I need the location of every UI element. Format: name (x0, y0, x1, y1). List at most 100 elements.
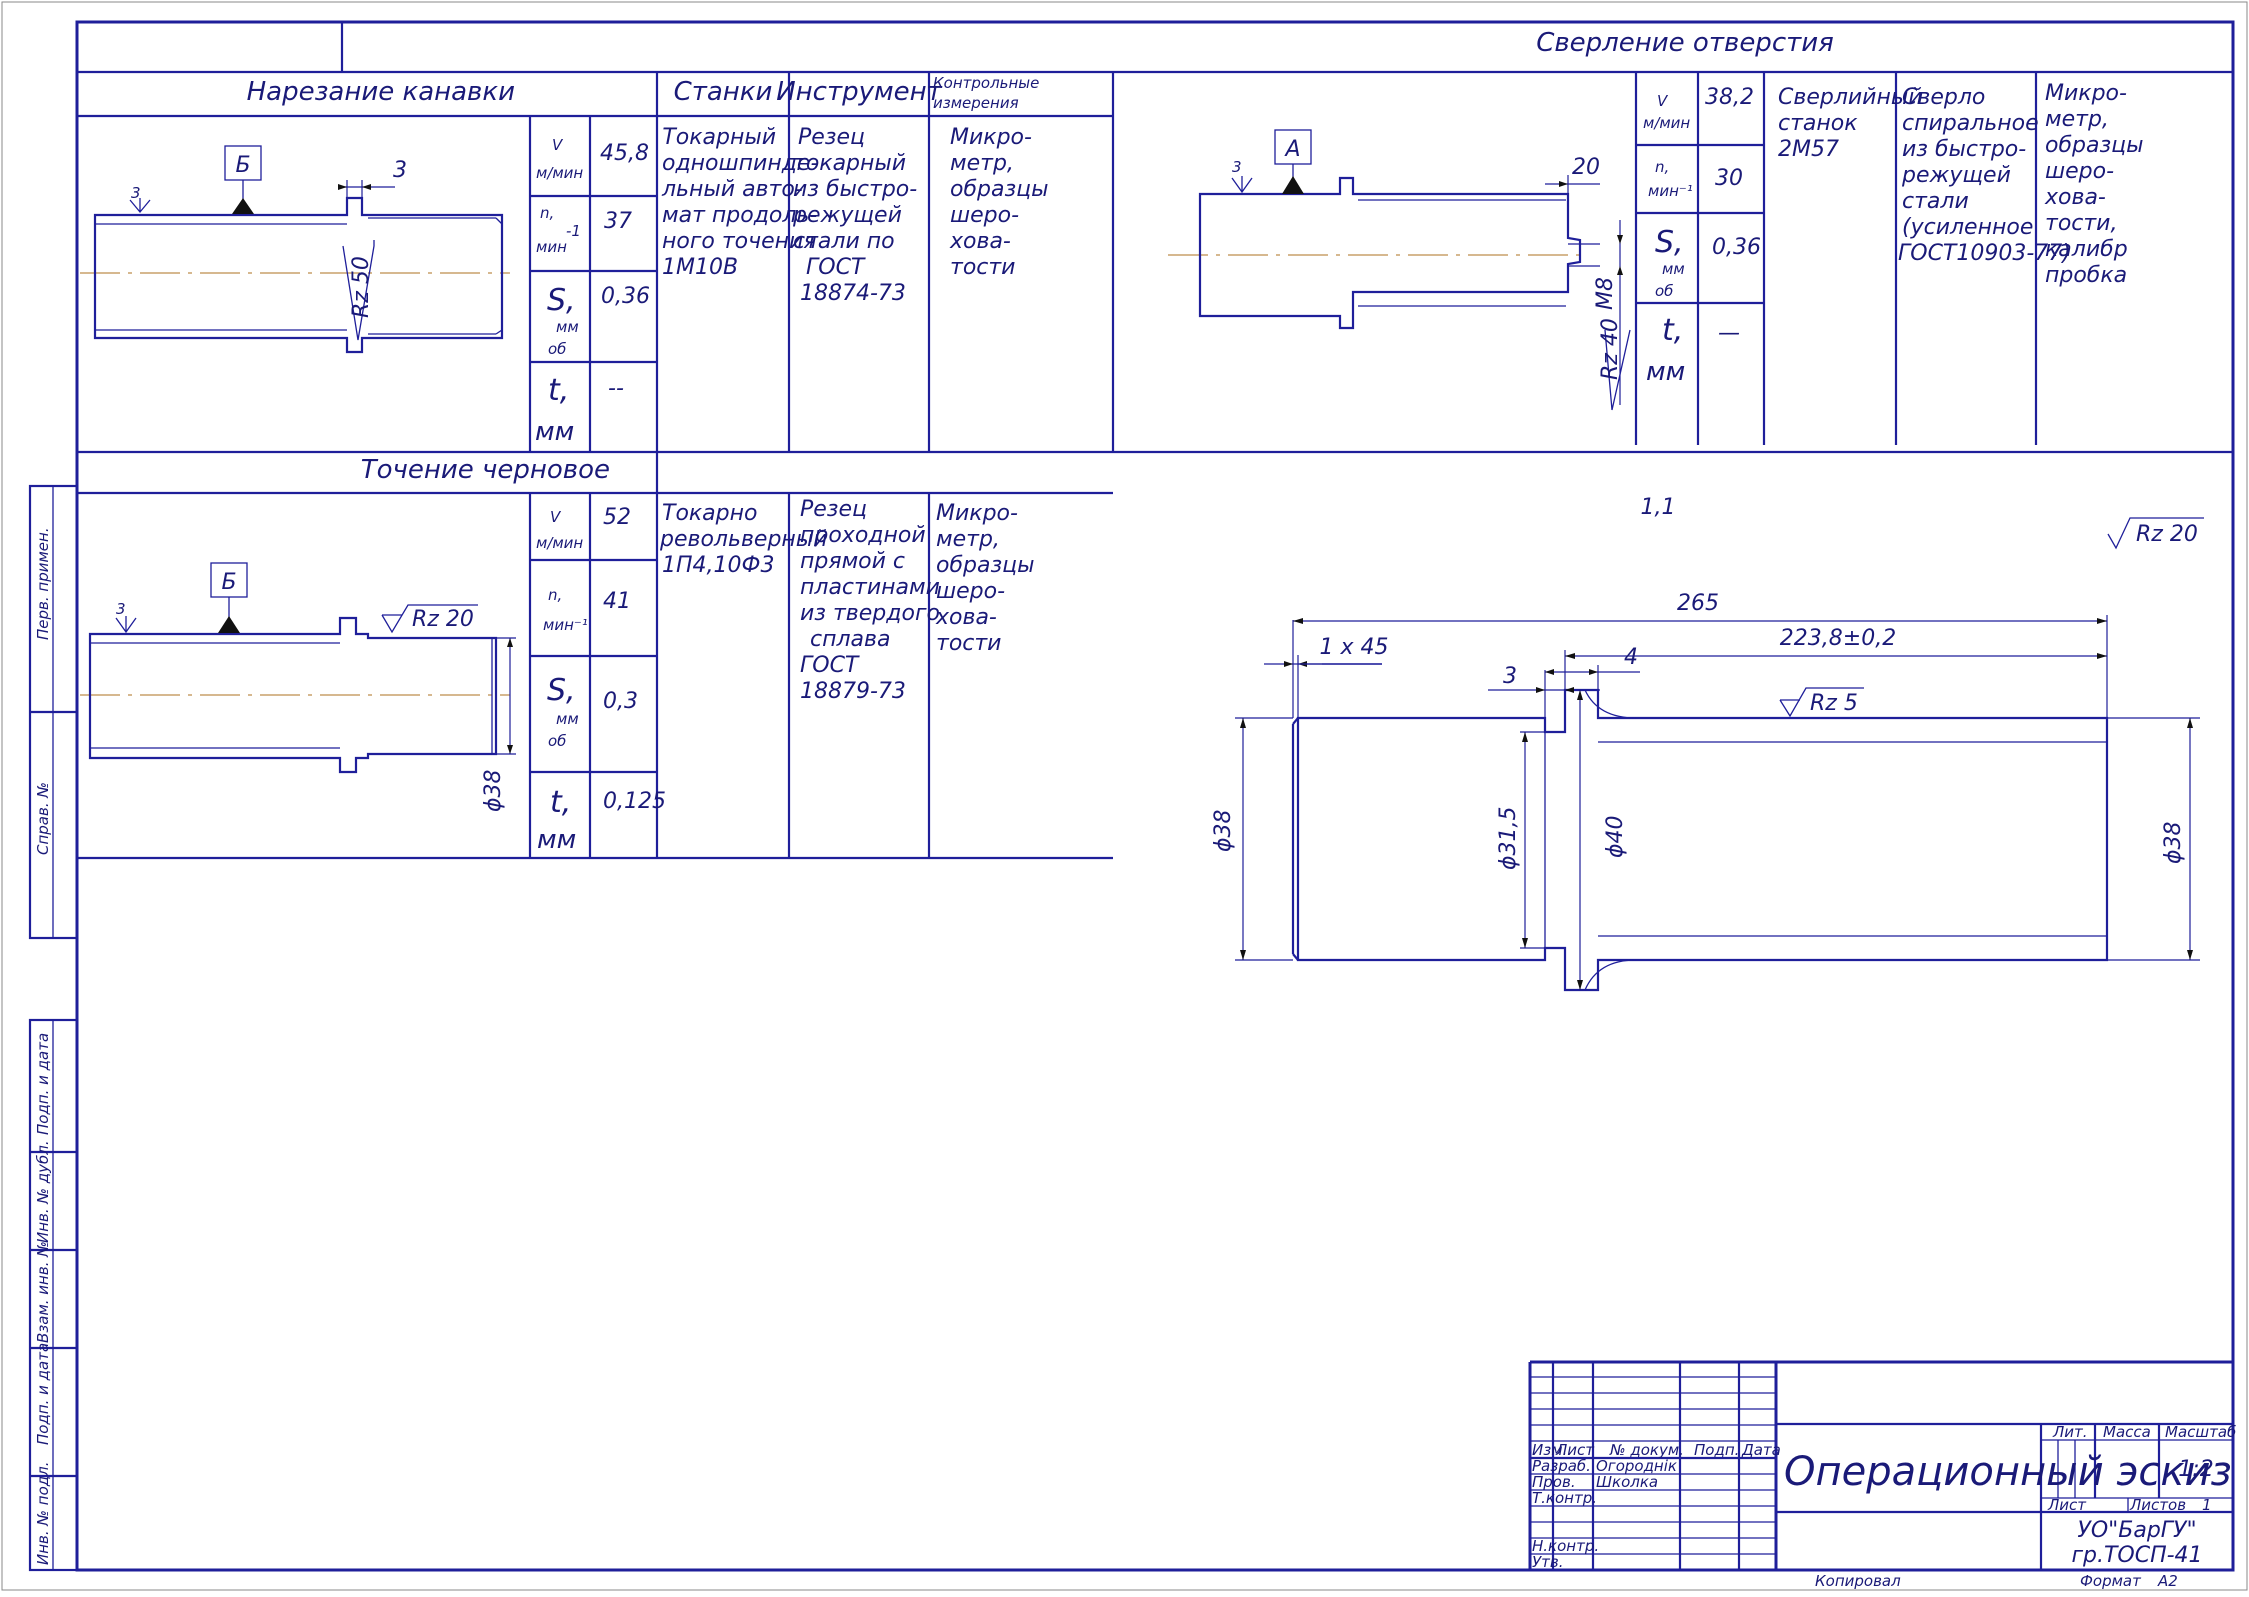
svg-text:2М57: 2М57 (1778, 137, 1839, 162)
v-value: 38,2 (1705, 85, 1754, 110)
drilling-tool-text: Сверло спиральное из быстро- режущей ста… (1898, 85, 2071, 266)
n-label: n, (548, 586, 562, 604)
n-label: n, (540, 204, 554, 222)
svg-text:ГОСТ: ГОСТ (800, 653, 860, 678)
title-block-cols: Изм. Лист № докум. Подп. Дата (1532, 1441, 1781, 1459)
svg-text:прямой с: прямой с (800, 549, 905, 574)
turning-dia: ϕ38 (481, 769, 506, 812)
t-value: -- (608, 376, 624, 401)
svg-text:1М10В: 1М10В (662, 255, 738, 280)
header-measure-1: Контрольные (933, 74, 1039, 92)
v-label: V (550, 508, 562, 526)
turning-section: Точение черновое V м/мин 52 n, мин⁻¹ 41 … (77, 450, 1113, 860)
svg-text:хова-: хова- (2044, 185, 2106, 210)
svg-text:метр,: метр, (950, 151, 1014, 176)
stamp-inv-podl: Инв. № подл. (34, 1462, 52, 1565)
svg-text:образцы: образцы (936, 553, 1035, 578)
format-value: А2 (2157, 1572, 2178, 1590)
format-label: Формат (2080, 1572, 2142, 1590)
drilling-base-label: А (1283, 137, 1300, 162)
v-label: V (1657, 92, 1669, 110)
svg-text:тости,: тости, (2045, 211, 2117, 236)
grooving-title: Нарезание канавки (247, 77, 515, 107)
t-label: t, (1662, 313, 1683, 348)
svg-text:Микро-: Микро- (950, 125, 1032, 150)
svg-text:Токарно: Токарно (662, 501, 757, 526)
svg-text:Сверло: Сверло (1902, 85, 1985, 110)
header-tool: Инструмент (776, 77, 942, 107)
dim-total-length: 265 (1677, 591, 1719, 616)
svg-text:(усиленное: (усиленное (1902, 215, 2033, 240)
turning-measure-text: Микро- метр, образцы шеро- хова- тости (935, 501, 1035, 656)
svg-text:из быстро-: из быстро- (1902, 137, 2026, 162)
scale-value: 1:2 (2178, 1457, 2213, 1482)
svg-text:метр,: метр, (936, 527, 1000, 552)
stamp-podp-data-1: Подп. и дата (34, 1033, 52, 1135)
svg-text:шеро-: шеро- (936, 579, 1005, 604)
svg-text:Микро-: Микро- (2045, 81, 2127, 106)
drilling-measure-text: Микро- метр, образцы шеро- хова- тости, … (2044, 81, 2144, 288)
sheets-count: 1 (2202, 1496, 2212, 1514)
svg-text:тости: тости (936, 631, 1001, 656)
v-unit: м/мин (1643, 114, 1690, 132)
general-roughness: Rz 20 (2136, 522, 2198, 547)
grooving-machine-text: Токарный одношпинде- льный авто- мат про… (661, 125, 818, 280)
t-label: t, (550, 785, 571, 820)
drilling-section: V м/мин 38,2 n, мин⁻¹ 30 S, мм об 0,36 t… (1113, 72, 2233, 454)
grooving-sketch: Б 3 3 Rz 50 (80, 145, 510, 354)
grooving-section: Нарезание канавки Станки Инструмент Конт… (77, 72, 1115, 452)
mass-label: Масса (2103, 1423, 2151, 1441)
v-value: 52 (603, 505, 631, 530)
svg-text:Лист: Лист (1555, 1441, 1595, 1459)
drilling-rough: Rz 40 (1598, 318, 1623, 380)
turning-tool-text: Резец проходной прямой с пластинами из т… (800, 497, 940, 704)
svg-text:стали по: стали по (793, 229, 895, 254)
dim-rough-rz5: Rz 5 (1810, 691, 1858, 716)
stamp-podp-data-2: Подп. и дата (34, 1343, 52, 1445)
svg-text:Разраб.: Разраб. (1532, 1457, 1591, 1475)
svg-text:шеро-: шеро- (950, 203, 1019, 228)
drawing-title: Операционный эскиз (1784, 1449, 2232, 1495)
t-value: — (1718, 321, 1740, 346)
svg-text:Сверлийный: Сверлийный (1778, 85, 1923, 110)
svg-text:тости: тости (950, 255, 1015, 280)
svg-text:одношпинде-: одношпинде- (662, 151, 818, 176)
stamp-inv-dubl: Инв. № дубл. (34, 1140, 52, 1243)
s-unit-num: мм (556, 318, 579, 336)
svg-text:Утв.: Утв. (1532, 1553, 1564, 1571)
svg-text:Резец: Резец (800, 497, 867, 522)
s-label: S, (1655, 225, 1684, 260)
n-unit: мин⁻¹ (1648, 182, 1693, 200)
dim-dia-38-right: ϕ38 (2161, 821, 2186, 864)
s-value: 0,36 (601, 284, 650, 309)
sheet-label: Лист (2047, 1496, 2087, 1514)
drilling-title: Сверление отверстия (1536, 28, 1834, 58)
svg-text:из быстро-: из быстро- (793, 177, 917, 202)
s-value: 0,3 (603, 689, 638, 714)
svg-text:хова-: хова- (949, 229, 1011, 254)
title-block: Изм. Лист № докум. Подп. Дата Разраб. Пр… (1528, 1360, 2236, 1590)
grooving-tick: 3 (131, 184, 141, 202)
side-stamp: Перв. примен. Справ. № Подп. и дата Инв.… (28, 484, 79, 1572)
n-value: 41 (603, 589, 631, 614)
t-unit: мм (535, 417, 574, 447)
part-outline (1296, 688, 2109, 992)
drilling-sketch: А 3 20 М8 Rz 40 (1168, 129, 1631, 411)
header-measure-2: измерения (933, 94, 1019, 112)
turning-base-label: Б (221, 570, 236, 595)
sheets-label: Листов (2129, 1496, 2186, 1514)
grooving-base-label: Б (235, 153, 250, 178)
svg-text:Резец: Резец (798, 125, 865, 150)
v-unit: м/мин (536, 534, 583, 552)
svg-text:1П4,10Ф3: 1П4,10Ф3 (662, 553, 774, 578)
header-machines: Станки (674, 77, 773, 107)
n-exp: -1 (566, 222, 581, 240)
svg-text:образцы: образцы (950, 177, 1049, 202)
dim-width-4: 4 (1624, 645, 1638, 670)
view-label: 1,1 (1641, 495, 1676, 520)
s-unit-den: об (1655, 282, 1673, 300)
s-unit-num: мм (1662, 260, 1685, 278)
